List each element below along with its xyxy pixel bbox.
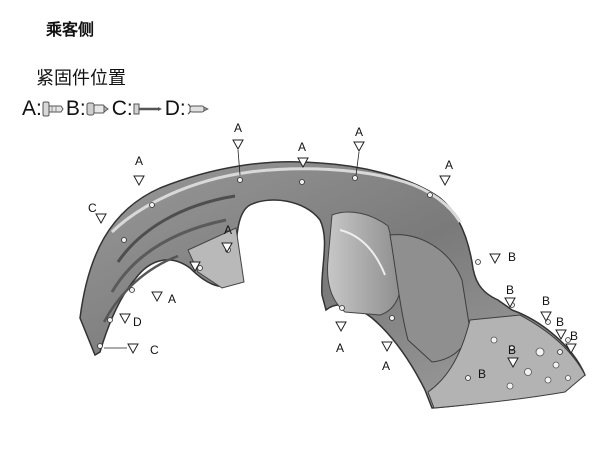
callout-label-mid-a: A bbox=[168, 292, 176, 306]
callout-label-right-b5: B bbox=[570, 329, 578, 343]
callout-label-right-b4: B bbox=[556, 315, 564, 329]
callout-label-top-a1: A bbox=[234, 121, 242, 135]
page-title: 乘客侧 bbox=[46, 22, 95, 39]
callout-label-left-c: C bbox=[88, 201, 97, 215]
callout-marker-top-a3 bbox=[353, 141, 365, 153]
callout-label-bottom-a2: A bbox=[382, 359, 390, 373]
callout-label-top-a4: A bbox=[445, 158, 453, 172]
fastener-locations-heading: 紧固件位置 bbox=[36, 68, 126, 88]
callout-label-top-a2: A bbox=[298, 140, 306, 154]
center-shield-panel bbox=[327, 211, 402, 316]
callout-marker-bottom-a1 bbox=[335, 321, 347, 333]
flange-holes bbox=[490, 336, 571, 390]
callout-label-left-d: D bbox=[133, 315, 142, 329]
legend-key-b: B: bbox=[65, 97, 86, 120]
callout-label-top-a3: A bbox=[355, 125, 363, 139]
callout-label-right-b6: B bbox=[508, 343, 516, 357]
callout-marker-top-a4 bbox=[439, 175, 451, 187]
legend-item-b: B: bbox=[66, 97, 110, 121]
callout-marker-right-b5 bbox=[565, 343, 577, 355]
callout-label-inner-a: A bbox=[224, 223, 232, 237]
callout-marker-right-b4 bbox=[555, 329, 567, 341]
push-clip-icon bbox=[42, 101, 64, 117]
callout-marker-inner-a bbox=[221, 242, 233, 254]
callout-marker-right-b2 bbox=[504, 297, 516, 309]
legend-item-d: D: bbox=[165, 97, 210, 121]
liner-rib-3 bbox=[102, 254, 179, 323]
right-lower-flange bbox=[427, 314, 586, 409]
callout-label-right-b-lower: B bbox=[478, 367, 486, 381]
callout-marker-bottom-c bbox=[127, 343, 139, 355]
callout-marker-top-a2 bbox=[297, 157, 309, 169]
callout-marker-left-c bbox=[95, 213, 107, 225]
callout-label-right-b1: B bbox=[508, 250, 516, 264]
callout-label-right-b2: B bbox=[506, 283, 514, 297]
fastener-points bbox=[97, 175, 571, 381]
legend-key-d: D: bbox=[164, 97, 186, 120]
callout-marker-right-b3 bbox=[540, 311, 552, 323]
callout-marker-left-d bbox=[119, 313, 131, 325]
callout-marker-left-upper-a bbox=[133, 175, 145, 187]
fastener-legend: A: B: C: D: bbox=[22, 96, 212, 122]
right-inner-section bbox=[389, 234, 471, 363]
legend-key-a: A: bbox=[22, 97, 42, 120]
callout-label-bottom-c: C bbox=[150, 343, 159, 357]
legend-key-c: C: bbox=[111, 97, 133, 120]
callout-marker-right-b6 bbox=[507, 357, 519, 369]
liner-rib-2 bbox=[110, 218, 227, 293]
callout-marker-top-a1 bbox=[232, 139, 244, 151]
callout-label-left-upper-a: A bbox=[135, 154, 143, 168]
callout-marker-inner-a2 bbox=[189, 261, 201, 273]
leader-top-a3 bbox=[355, 151, 360, 176]
callout-marker-bottom-a2 bbox=[381, 341, 393, 353]
legend-item-c: C: bbox=[112, 97, 163, 121]
callout-marker-mid-a bbox=[151, 291, 163, 303]
screw-icon bbox=[133, 103, 162, 115]
shield-crease bbox=[339, 229, 386, 276]
callout-marker-right-b1 bbox=[489, 253, 501, 265]
liner-rib-1 bbox=[116, 194, 236, 263]
callout-label-right-b3: B bbox=[542, 294, 550, 308]
rivet-clip-icon bbox=[187, 103, 209, 115]
callout-label-bottom-a1: A bbox=[336, 341, 344, 355]
screw-grommet-icon bbox=[86, 102, 109, 116]
legend-item-a: A: bbox=[22, 97, 64, 121]
leader-top-a1 bbox=[237, 149, 241, 176]
